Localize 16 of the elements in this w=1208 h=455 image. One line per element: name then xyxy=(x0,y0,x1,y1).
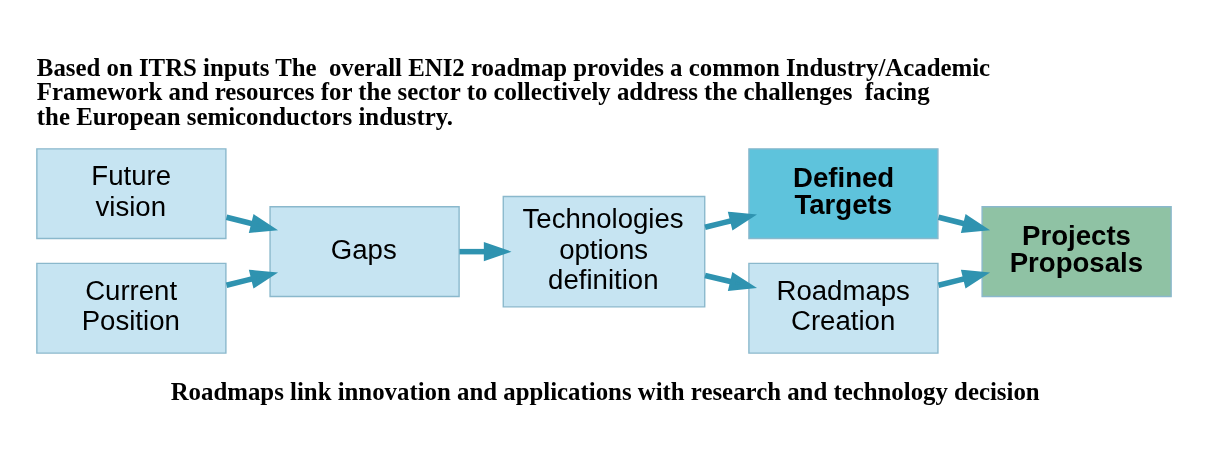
node-box: Current Position xyxy=(36,262,227,354)
arrow xyxy=(937,269,991,289)
node-box: Roadmaps Creation xyxy=(748,262,939,354)
arrow xyxy=(937,214,991,233)
diagram-title: Based on ITRS inputs The overall ENI2 roadmap provides a common Industry/Academic Framework and resources for the sector to collectively address the challenges facing the European semiconductors industry. xyxy=(36,53,991,131)
arrow xyxy=(225,214,279,233)
caption: Roadmaps link innovation and applications with research and technology decision xyxy=(170,377,1040,405)
node-box: Technologies options definition xyxy=(502,195,706,308)
node-box: Projects Proposals xyxy=(981,206,1172,298)
node-box: Future vision xyxy=(36,148,227,240)
arrow xyxy=(459,241,512,262)
node-box: Gaps xyxy=(269,206,460,298)
node-box: Defined Targets xyxy=(748,148,939,240)
arrow xyxy=(225,269,279,289)
arrow xyxy=(704,272,757,291)
arrow xyxy=(704,211,757,231)
